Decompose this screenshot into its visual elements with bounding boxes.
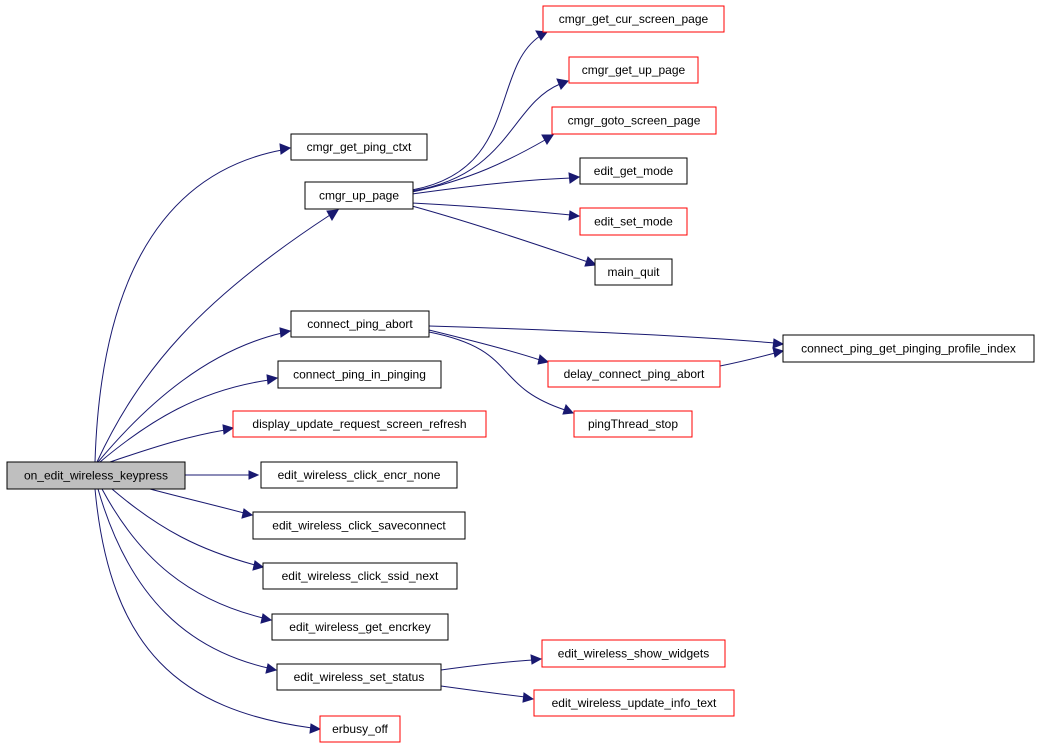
node-delay_connect_ping_abort[interactable]: delay_connect_ping_abort xyxy=(547,360,721,388)
node-cmgr_goto_screen_page[interactable]: cmgr_goto_screen_page xyxy=(551,106,717,135)
node-label: main_quit xyxy=(607,265,660,279)
edge-cmgr_up_page-to-main_quit xyxy=(411,205,589,263)
node-label: cmgr_get_up_page xyxy=(582,63,686,77)
edges xyxy=(94,30,785,734)
node-label: connect_ping_abort xyxy=(307,317,413,331)
node-label: pingThread_stop xyxy=(588,417,678,431)
node-label: cmgr_up_page xyxy=(319,189,399,203)
node-edit_wireless_click_encr_none[interactable]: edit_wireless_click_encr_none xyxy=(260,461,458,489)
arrowhead xyxy=(562,404,575,415)
node-label: edit_wireless_click_encr_none xyxy=(278,468,441,482)
arrowhead xyxy=(568,210,581,221)
node-pingThread_stop[interactable]: pingThread_stop xyxy=(573,410,693,438)
edge-edit_wireless_set_status-to-edit_wireless_update_info_text xyxy=(440,685,526,698)
node-label: edit_get_mode xyxy=(594,164,674,178)
node-display_update_request_screen_refresh[interactable]: display_update_request_screen_refresh xyxy=(232,410,487,438)
arrowhead xyxy=(279,327,292,338)
node-edit_wireless_get_encrkey[interactable]: edit_wireless_get_encrkey xyxy=(271,613,449,641)
node-edit_wireless_show_widgets[interactable]: edit_wireless_show_widgets xyxy=(541,639,726,668)
arrowhead xyxy=(326,209,339,221)
arrowhead xyxy=(772,338,785,349)
node-cmgr_get_cur_screen_page[interactable]: cmgr_get_cur_screen_page xyxy=(542,5,725,33)
arrowhead xyxy=(260,613,273,624)
nodes: on_edit_wireless_keypress cmgr_get_ping_… xyxy=(6,5,1035,743)
arrowhead xyxy=(248,470,260,480)
edge-delay_connect_ping_abort-to-connect_ping_get_pinging_profile_index xyxy=(719,352,776,367)
arrowhead xyxy=(772,347,785,358)
arrowhead xyxy=(568,172,581,184)
edge-root-to-display_update_request_screen_refresh xyxy=(109,429,226,463)
edge-root-to-edit_wireless_click_saveconnect xyxy=(149,488,245,514)
edge-root-to-connect_ping_in_pinging xyxy=(99,379,270,463)
arrowhead xyxy=(556,78,569,90)
edge-root-to-edit_wireless_set_status xyxy=(97,488,269,669)
node-label: cmgr_get_cur_screen_page xyxy=(559,12,709,26)
node-label: edit_wireless_show_widgets xyxy=(558,647,709,661)
node-cmgr_get_ping_ctxt[interactable]: cmgr_get_ping_ctxt xyxy=(290,133,428,161)
node-edit_wireless_update_info_text[interactable]: edit_wireless_update_info_text xyxy=(533,689,735,717)
node-label: edit_wireless_click_ssid_next xyxy=(282,569,439,583)
arrowhead xyxy=(535,30,548,41)
edge-root-to-edit_wireless_click_ssid_next xyxy=(111,488,256,566)
edge-connect_ping_abort-to-delay_connect_ping_abort xyxy=(428,329,541,361)
node-label: erbusy_off xyxy=(332,722,388,736)
edge-root-to-cmgr_get_ping_ctxt xyxy=(94,149,283,463)
edge-cmgr_up_page-to-cmgr_get_cur_screen_page xyxy=(411,35,541,191)
edge-edit_wireless_set_status-to-edit_wireless_show_widgets xyxy=(440,659,534,671)
node-label: cmgr_goto_screen_page xyxy=(568,114,701,128)
arrowhead xyxy=(537,354,550,365)
node-label: cmgr_get_ping_ctxt xyxy=(307,140,412,154)
node-label: on_edit_wireless_keypress xyxy=(24,469,168,483)
arrowhead xyxy=(530,654,543,665)
node-label: edit_wireless_update_info_text xyxy=(552,696,717,710)
edge-cmgr_up_page-to-edit_get_mode xyxy=(411,177,572,195)
edge-connect_ping_abort-to-connect_ping_get_pinging_profile_index xyxy=(428,325,776,344)
node-connect_ping_abort[interactable]: connect_ping_abort xyxy=(290,310,430,338)
edge-root-to-cmgr_up_page xyxy=(96,214,331,463)
arrowhead xyxy=(309,723,322,734)
node-edit_wireless_click_ssid_next[interactable]: edit_wireless_click_ssid_next xyxy=(262,562,458,590)
edge-root-to-connect_ping_abort xyxy=(97,332,283,463)
arrowhead xyxy=(266,374,279,385)
node-label: connect_ping_get_pinging_profile_index xyxy=(801,342,1016,356)
arrowhead xyxy=(222,424,235,435)
edge-connect_ping_abort-to-pingThread_stop xyxy=(428,331,566,411)
arrowhead xyxy=(279,143,292,155)
node-edit_wireless_set_status[interactable]: edit_wireless_set_status xyxy=(276,663,442,691)
node-edit_get_mode[interactable]: edit_get_mode xyxy=(579,157,688,185)
node-label: connect_ping_in_pinging xyxy=(293,368,426,382)
node-label: edit_set_mode xyxy=(594,215,673,229)
node-cmgr_up_page[interactable]: cmgr_up_page xyxy=(304,181,414,210)
node-label: edit_wireless_set_status xyxy=(294,670,425,684)
arrowhead xyxy=(584,256,598,267)
arrowhead xyxy=(252,560,265,571)
node-label: delay_connect_ping_abort xyxy=(564,367,705,381)
edge-cmgr_up_page-to-edit_set_mode xyxy=(411,202,572,216)
node-cmgr_get_up_page[interactable]: cmgr_get_up_page xyxy=(568,56,699,84)
arrowhead xyxy=(241,508,254,519)
arrowhead xyxy=(541,134,554,145)
node-label: display_update_request_screen_refresh xyxy=(252,417,466,431)
node-on_edit_wireless_keypress[interactable]: on_edit_wireless_keypress xyxy=(6,461,186,490)
node-main_quit[interactable]: main_quit xyxy=(594,258,673,286)
node-connect_ping_get_pinging_profile_index[interactable]: connect_ping_get_pinging_profile_index xyxy=(782,334,1035,363)
edge-cmgr_up_page-to-cmgr_get_up_page xyxy=(411,83,561,192)
node-label: edit_wireless_click_saveconnect xyxy=(272,519,446,533)
node-label: edit_wireless_get_encrkey xyxy=(289,620,430,634)
node-edit_wireless_click_saveconnect[interactable]: edit_wireless_click_saveconnect xyxy=(252,511,466,540)
node-erbusy_off[interactable]: erbusy_off xyxy=(319,715,401,743)
node-connect_ping_in_pinging[interactable]: connect_ping_in_pinging xyxy=(277,360,442,389)
arrowhead xyxy=(265,663,278,674)
edge-root-to-erbusy_off xyxy=(94,488,313,729)
arrowhead xyxy=(522,692,535,703)
node-edit_set_mode[interactable]: edit_set_mode xyxy=(579,207,688,236)
edge-cmgr_up_page-to-cmgr_goto_screen_page xyxy=(411,139,546,193)
edge-root-to-edit_wireless_get_encrkey xyxy=(101,488,264,619)
